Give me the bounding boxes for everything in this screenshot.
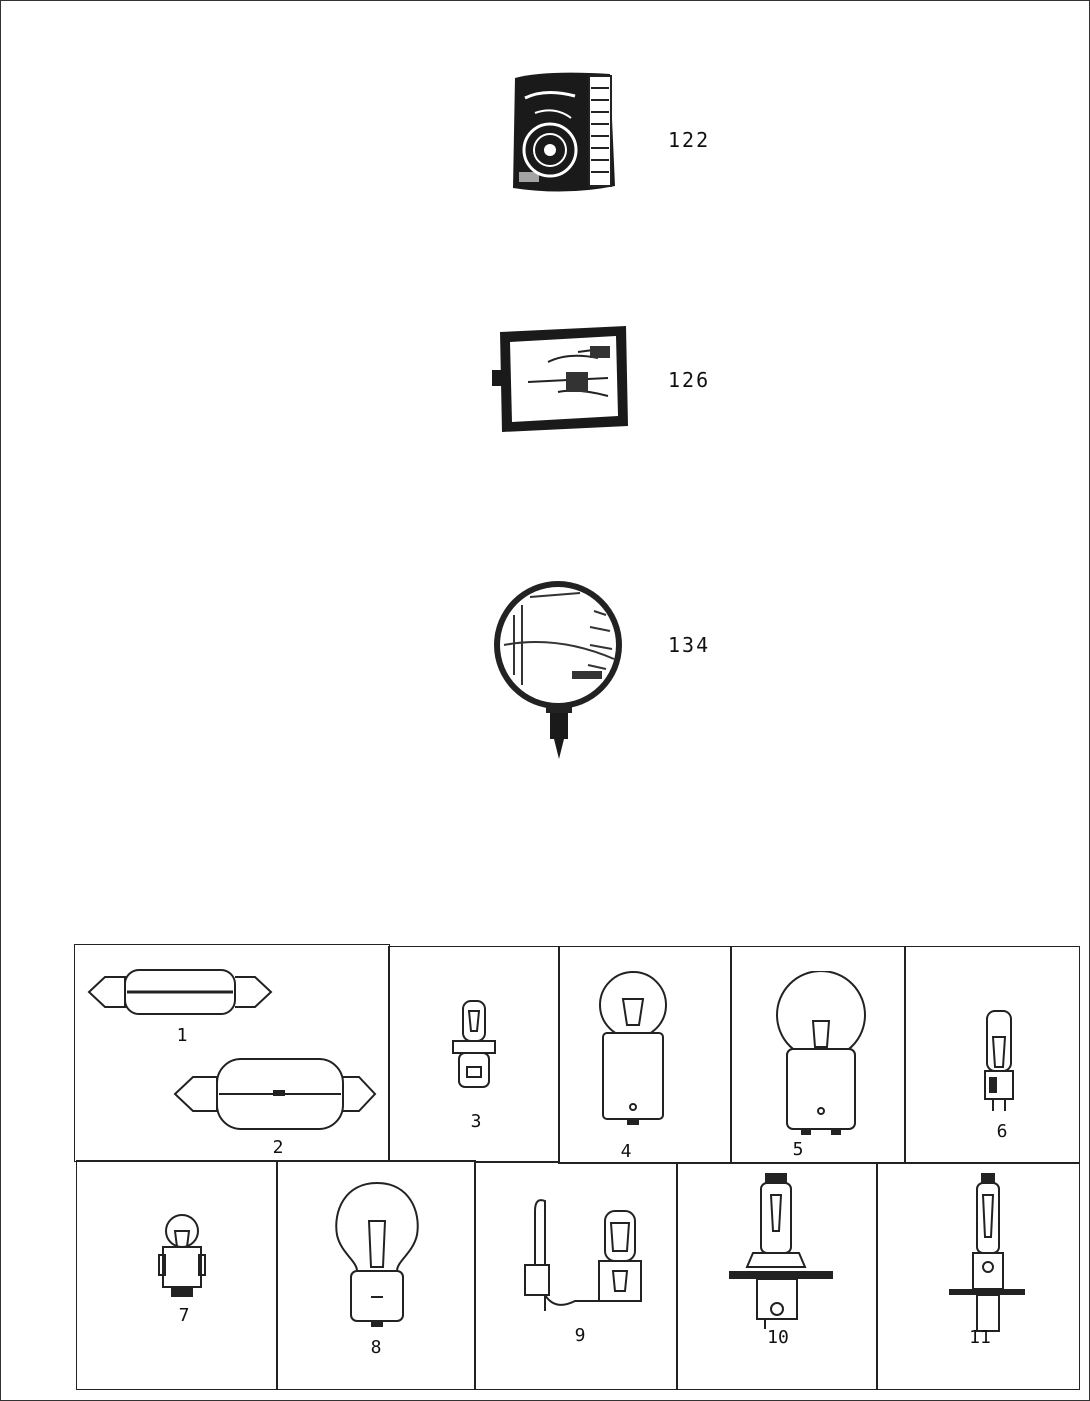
callout-134: 134 [668,633,711,657]
bulb-number-10: 10 [767,1327,789,1348]
bulb-number-2: 2 [272,1137,284,1158]
h1-halogen-bulb [949,1173,1025,1332]
bulb-number-9: 9 [574,1325,586,1346]
wedge-base-bulb [452,1000,496,1088]
bulb-number-11: 11 [969,1327,991,1348]
callout-126: 126 [668,368,711,392]
bulb-cell-7: 7 [76,1160,278,1390]
h4-halogen-bulb [729,1173,833,1329]
single-contact-bayonet-bulb [599,971,667,1125]
bulb-cell-9: 9 [474,1162,678,1390]
work-lamp-122-illustration [505,68,620,200]
bulb-cell-3: 3 [388,946,560,1162]
bulb-number-5: 5 [792,1139,804,1160]
round-lamp-134-illustration [490,575,630,763]
tail-lamp-bulb [335,1181,419,1327]
bulb-cell-11: 11 [876,1162,1080,1390]
bulb-cell-8: 8 [276,1160,476,1390]
miniature-bulb [158,1214,206,1297]
h3-halogen-bulb [524,1199,642,1311]
bulb-number-8: 8 [370,1337,382,1358]
bulb-cell-6: 6 [904,946,1080,1164]
bulb-cell-1-2: 1 2 [74,944,390,1162]
festoon-bulb-small [87,969,273,1015]
bulb-cell-4: 4 [558,946,732,1164]
bulb-types-table: 1 2 3 4 [74,942,1080,1392]
bulb-number-4: 4 [620,1141,632,1162]
bulb-cell-5: 5 [730,946,906,1164]
bulb-number-7: 7 [178,1305,190,1326]
callout-122: 122 [668,128,711,152]
festoon-bulb-large [173,1058,377,1130]
bulb-cell-10: 10 [676,1162,878,1390]
bulb-number-6: 6 [996,1121,1008,1142]
bulb-number-3: 3 [470,1111,482,1132]
rectangular-lamp-126-illustration [488,322,633,434]
bulb-number-1: 1 [176,1025,188,1046]
double-contact-bayonet-bulb [776,971,866,1135]
capless-bulb [984,1010,1014,1111]
